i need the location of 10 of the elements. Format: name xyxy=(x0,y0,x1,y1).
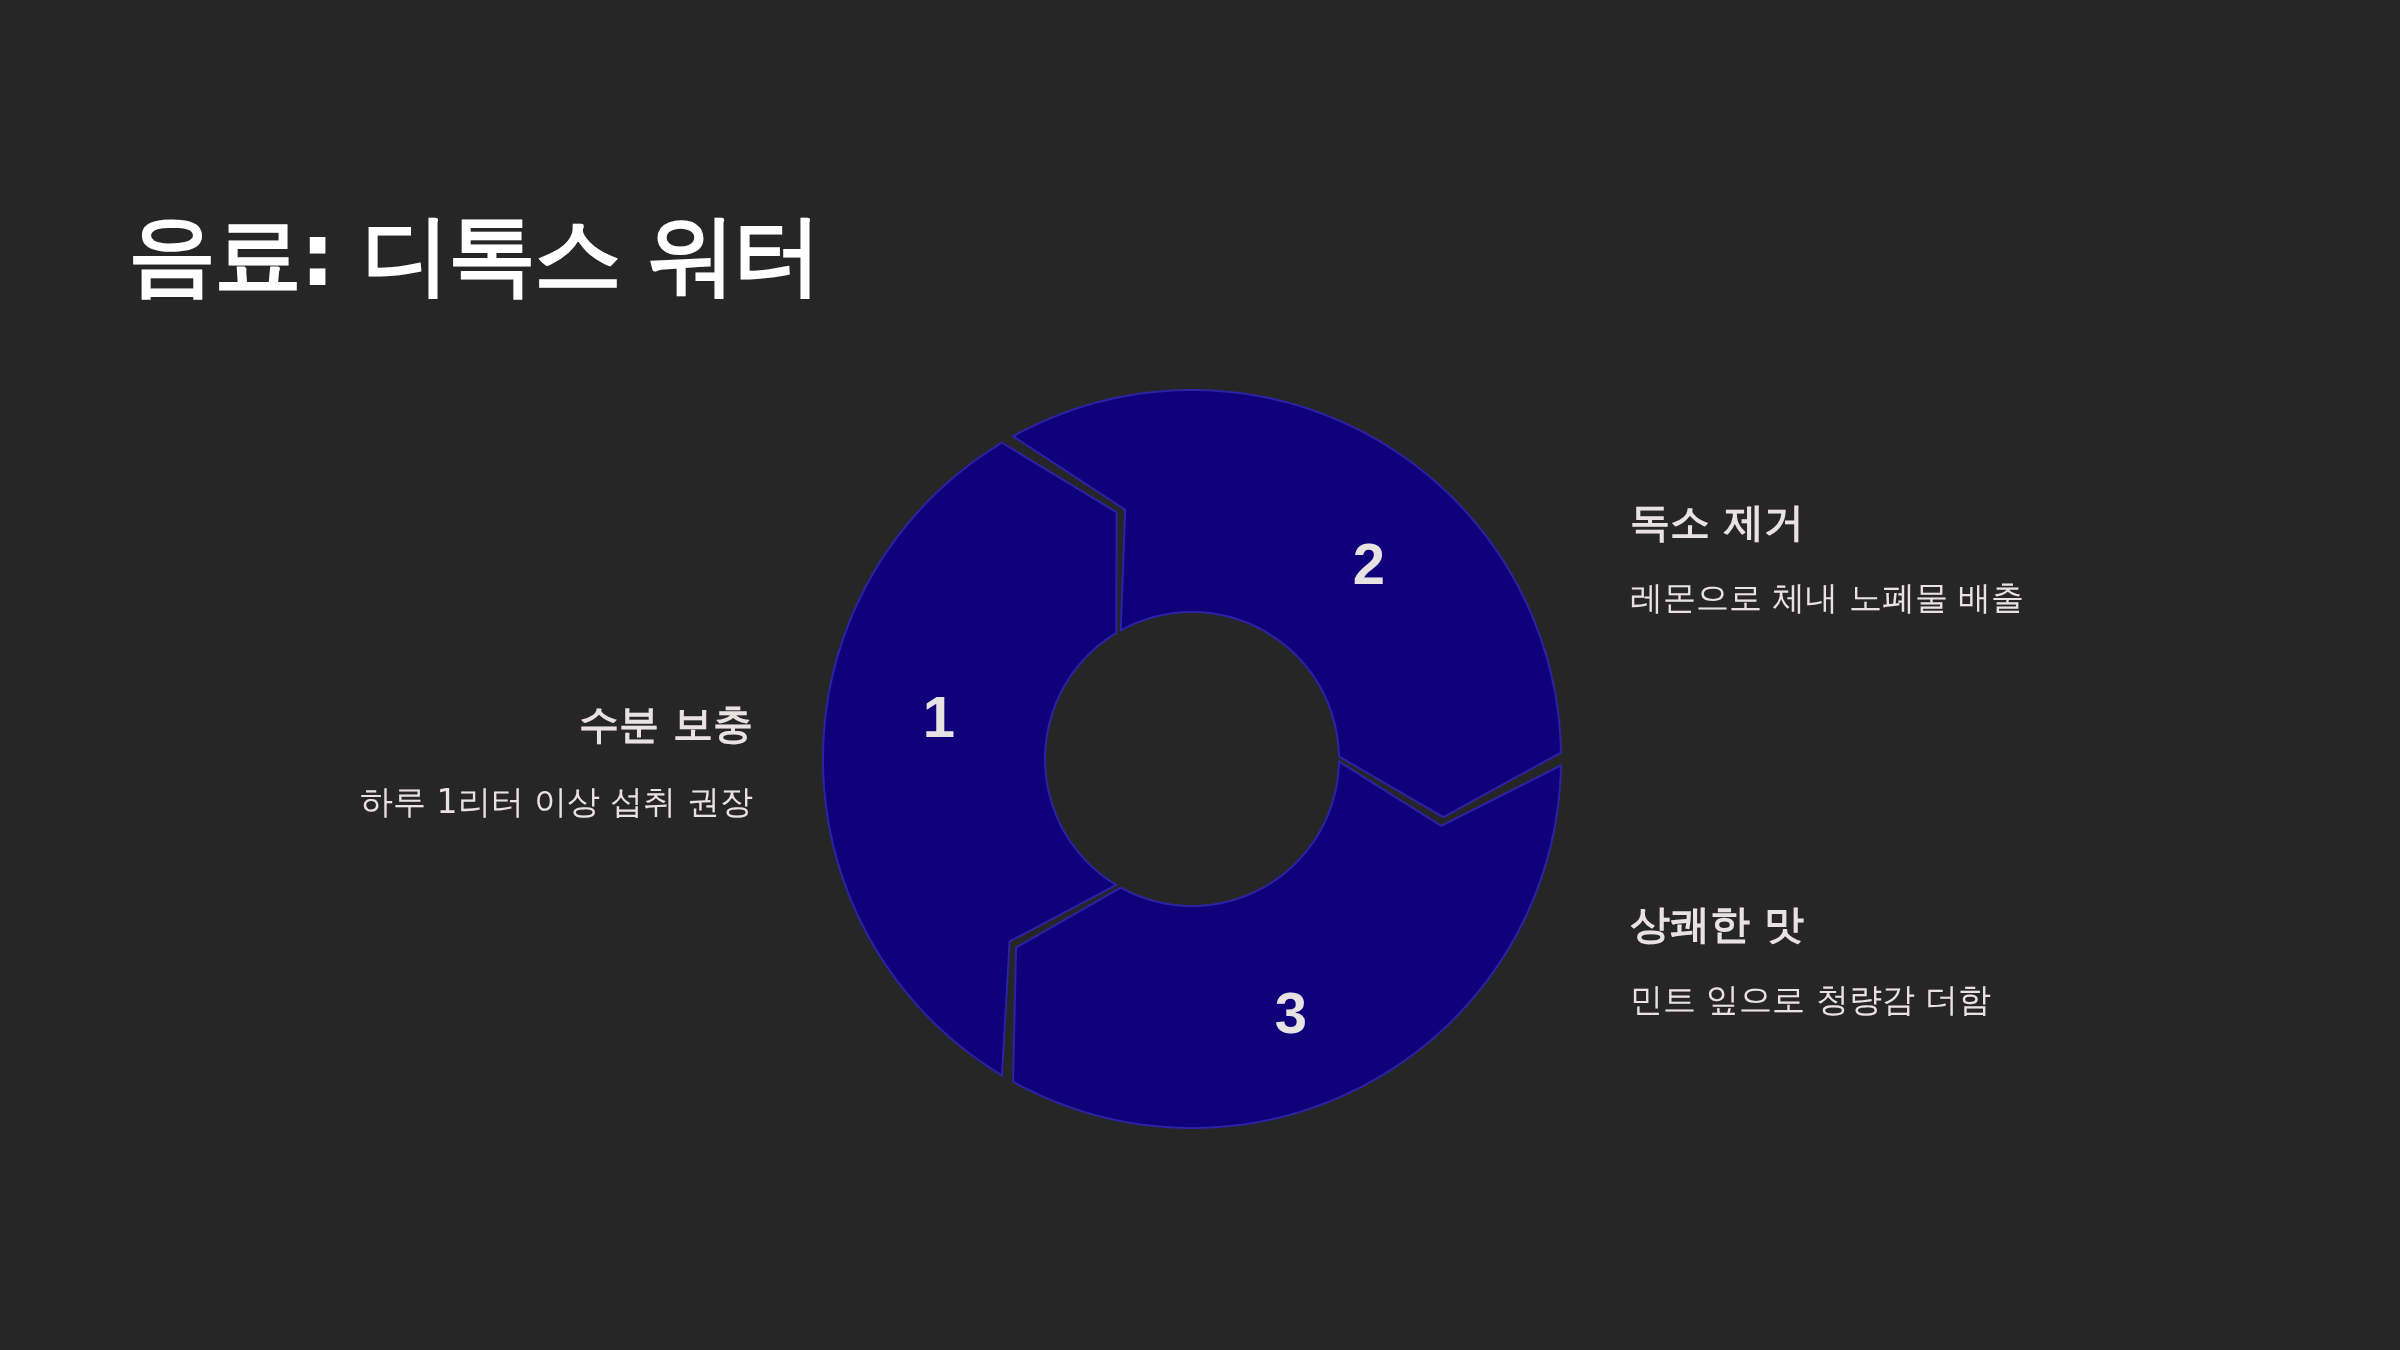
step-number: 2 xyxy=(1352,535,1386,593)
step-description: 민트 잎으로 청량감 더함 xyxy=(1630,980,1992,1020)
step-description: 레몬으로 체내 노폐물 배출 xyxy=(1630,578,2025,618)
step-number: 1 xyxy=(922,688,956,746)
step-heading: 수분 보충 xyxy=(579,700,753,748)
title: 음료: 디톡스 워터 xyxy=(128,202,821,308)
step-heading: 독소 제거 xyxy=(1630,498,1804,546)
step-heading: 상쾌한 맛 xyxy=(1630,900,1804,948)
step-description: 하루 1리터 이상 섭취 권장 xyxy=(360,782,753,822)
step-number: 3 xyxy=(1274,984,1308,1042)
